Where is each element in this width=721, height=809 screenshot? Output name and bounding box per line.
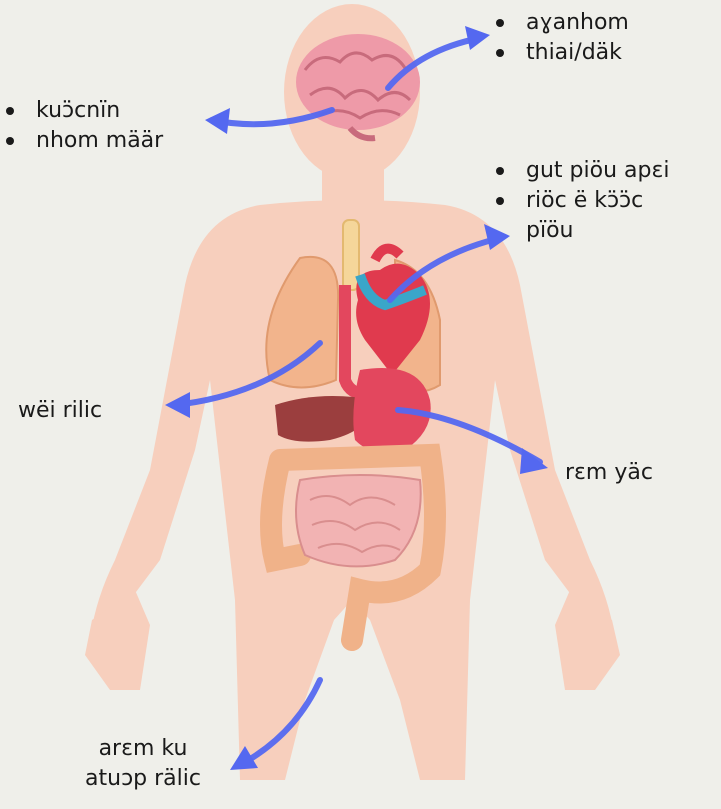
- label-heart: gut piöu apɛi riöc ë kɔ̈ɔ̈c pïöu: [494, 156, 669, 246]
- label-brain-left: kuɔ̈cnïn nhom määr: [4, 96, 163, 156]
- label-text: pïöu: [526, 218, 573, 243]
- label-item: riöc ë kɔ̈ɔ̈c: [494, 186, 669, 216]
- label-item-continued: pïöu: [494, 216, 669, 246]
- label-line: atuɔp rälic: [48, 764, 238, 794]
- label-lungs: wëi rilic: [18, 396, 102, 426]
- label-item: nhom määr: [4, 126, 163, 156]
- label-item: gut piöu apɛi: [494, 156, 669, 186]
- label-item: thiai/däk: [494, 38, 629, 68]
- label-stomach: rɛm yäc: [565, 458, 653, 488]
- label-item: kuɔ̈cnïn: [4, 96, 163, 126]
- label-item: aɣanhom: [494, 8, 629, 38]
- label-line: arɛm ku: [48, 734, 238, 764]
- label-legs: arɛm ku atuɔp rälic: [48, 734, 238, 794]
- small-intestine: [296, 475, 421, 566]
- label-brain-top: aɣanhom thiai/däk: [494, 8, 629, 68]
